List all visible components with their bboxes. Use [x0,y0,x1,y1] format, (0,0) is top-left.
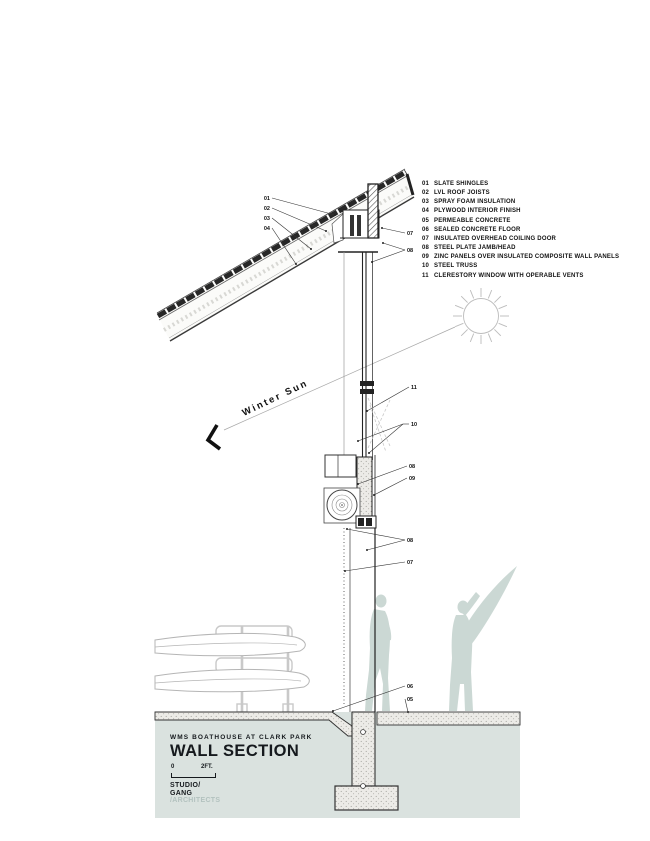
callout-leaders [271,197,410,713]
exterior-paving-slab [376,711,521,726]
project-name: WMS BOATHOUSE AT CLARK PARK [170,734,313,741]
clerestory-window [343,252,391,460]
callout-label: 08 [407,248,413,254]
callout-label: 11 [411,385,417,391]
operable-vent-swing [367,397,391,453]
slate-shingles [156,169,408,319]
firm-line3: /ARCHITECTS [170,797,221,805]
callout-label: 04 [264,226,271,232]
callout-leader-dots [295,214,409,713]
callout-label: 08 [409,464,415,470]
callout-label: 01 [264,196,270,202]
door-head-box [355,515,377,529]
firm-line1: STUDIO/ [170,782,201,789]
winter-sun-label: Winter Sun [241,378,311,419]
callout-label: 09 [409,476,415,482]
roof-edge [405,173,415,196]
footing [334,785,399,811]
callout-labels: 01 02 03 04 07 08 11 10 08 09 08 07 06 0… [264,196,417,703]
callout-label: 07 [407,560,413,566]
title-block: WMS BOATHOUSE AT CLARK PARK WALL SECTION… [170,734,312,805]
foundation-stem-wall [351,711,376,787]
callout-label: 03 [264,216,270,222]
callout-label: 05 [407,697,413,703]
sun-icon [453,288,509,344]
scale-bar: 0 2FT. [170,764,230,778]
slab-keyway-notch [360,729,366,735]
drawing-title: WALL SECTION [170,742,300,760]
window-mullion [360,381,374,386]
firm-line2: GANG [170,789,193,797]
footing-keyway-notch [360,783,366,789]
callout-label: 10 [411,422,417,428]
fascia-member [367,183,379,239]
boat-lower [154,668,310,693]
scale-end-label: 2FT. [201,764,213,770]
firm-logo: STUDIO/ GANG /ARCHITECTS [170,782,312,805]
scale-bar-line [171,773,216,778]
person-silhouette-outside [449,592,480,711]
eave-assembly [331,183,380,253]
callout-label: 08 [407,538,413,544]
lower-wall [343,528,376,712]
scale-start-label: 0 [171,764,175,770]
callout-label: 06 [407,684,413,690]
callout-label: 07 [407,231,413,237]
coiling-door-drum [323,487,361,524]
boat-upper [154,632,306,657]
interior-floor-slab [154,711,353,737]
rowing-boats [154,632,310,693]
person-silhouette-inside [365,594,392,711]
callout-label: 02 [264,206,270,212]
winter-sun-arrow [205,326,456,451]
